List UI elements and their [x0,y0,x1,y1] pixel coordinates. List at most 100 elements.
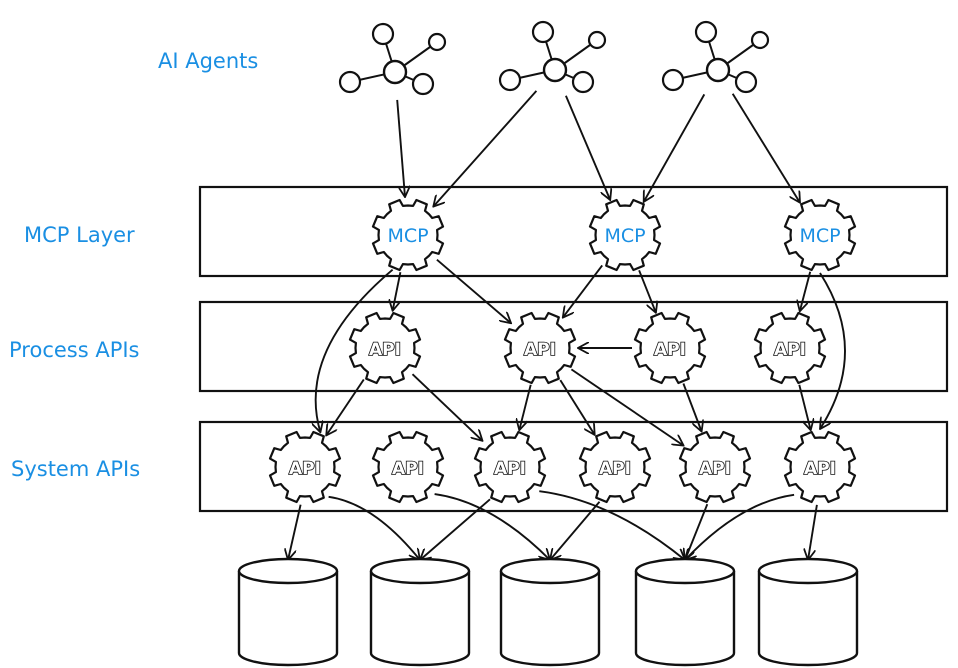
hub-satellite [338,70,362,94]
nodes: MCP MCP MCP API API API API API API API API API API [237,20,859,667]
edge-a3-to-m3 [731,93,800,203]
hub-center [382,59,408,85]
database-1-database-icon [237,557,339,667]
edge-m2-to-p2 [563,264,603,317]
gear-icon [473,430,547,504]
system-node-3[interactable]: API [473,430,547,504]
edge-m1-to-s1 [316,268,394,433]
system-node-6[interactable]: API [783,430,857,504]
process-layer-band [198,300,949,393]
edge-p1-to-s3 [411,373,483,441]
hub-satellite [571,70,595,94]
hub-satellite [498,68,522,92]
database-body [634,571,736,667]
hub-satellite [427,32,447,52]
gear-icon [783,430,857,504]
database-top [369,557,471,585]
edge-s5-to-d4 [685,503,709,560]
layer-label-mcp: MCP Layer [24,223,135,247]
edge-s6-to-d4 [685,493,795,560]
edge-s4-to-d3 [550,501,601,560]
system-node-label: API [289,459,321,479]
edge-a3-to-m2 [644,93,706,201]
database-2-database-icon [369,557,471,667]
database-top [499,557,601,585]
process-node-label: API [654,340,686,360]
layer-label-process: Process APIs [9,338,140,362]
layer-label-system: System APIs [11,457,140,481]
database-3-database-icon [499,557,601,667]
mcp-node-label: MCP [799,225,840,247]
mcp-node-1[interactable]: MCP [371,198,445,272]
agent-1-network-hub-icon [338,22,447,96]
agent-2-network-hub-icon [498,20,607,94]
edge-m1-to-p2 [436,258,511,324]
database-top [237,557,339,585]
database-4-database-icon [634,557,736,667]
layer-labels: AI Agents MCP Layer Process APIs System … [9,49,258,481]
mcp-node-3[interactable]: MCP [783,198,857,272]
database-body [499,571,601,667]
gear-icon [633,311,707,385]
process-node-2[interactable]: API [503,311,577,385]
database-body [369,571,471,667]
process-node-1[interactable]: API [348,311,422,385]
system-node-label: API [599,459,631,479]
mcp-node-2[interactable]: MCP [588,198,662,272]
hub-satellite [734,70,758,94]
edge-m3-to-s6 [820,272,846,429]
gear-icon [348,311,422,385]
system-layer-band [198,420,949,513]
hub-center [705,57,731,83]
gear-icon [268,430,342,504]
edge-s1-to-d1 [288,504,302,560]
database-top [757,557,859,585]
process-node-3[interactable]: API [633,311,707,385]
edge-p2-to-s3 [519,384,532,430]
system-node-label: API [494,459,526,479]
database-top [634,557,736,585]
process-node-4[interactable]: API [753,311,827,385]
system-node-5[interactable]: API [678,430,752,504]
edges [288,90,846,560]
database-body [237,571,339,667]
gear-icon [753,311,827,385]
edge-m3-to-p4 [800,271,812,312]
mcp-layer-band [198,185,949,278]
edge-p2-to-s4 [559,379,594,435]
system-node-2[interactable]: API [371,430,445,504]
edge-s6-to-d5 [808,504,818,560]
hub-satellite [661,68,685,92]
mcp-node-label: MCP [387,225,428,247]
gear-icon [578,430,652,504]
gear-icon [678,430,752,504]
edge-p3-to-s5 [682,383,701,432]
edge-m1-to-p1 [393,272,402,311]
process-node-label: API [524,340,556,360]
hub-satellite [750,30,770,50]
hub-satellite [411,72,435,96]
edge-p4-to-s6 [798,384,810,430]
edge-a2-to-m2 [565,95,610,200]
edge-p1-to-s1 [326,378,365,436]
process-node-label: API [774,340,806,360]
hub-center [542,57,568,83]
gear-icon [783,198,857,272]
process-node-label: API [369,340,401,360]
edge-s3-to-d2 [420,498,491,560]
edge-s2-to-d3 [434,493,550,560]
edge-a2-to-m1 [433,90,538,207]
mcp-node-label: MCP [604,225,645,247]
edge-m2-to-p3 [638,269,656,312]
system-node-label: API [804,459,836,479]
database-5-database-icon [757,557,859,667]
edge-s3-to-d4 [539,490,685,560]
hub-satellite [371,22,395,46]
system-node-1[interactable]: API [268,430,342,504]
system-node-4[interactable]: API [578,430,652,504]
gear-icon [371,430,445,504]
gear-icon [588,198,662,272]
system-node-label: API [392,459,424,479]
agent-3-network-hub-icon [661,20,770,94]
